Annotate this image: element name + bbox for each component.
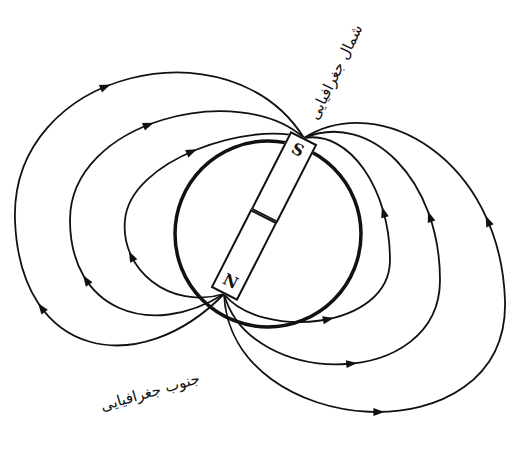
pole-letter: N [218,268,242,296]
field-arrowhead [99,81,112,93]
field-arrowhead [322,314,334,324]
field-arrowhead [125,249,137,262]
field-arrowhead [346,359,358,368]
pole-caption: جنوب جغرافیایی [95,367,205,416]
pole-caption: شمال جغرافیایی [303,18,369,125]
field-line [224,123,505,412]
field-arrowhead [482,214,494,227]
field-arrowhead [373,408,384,416]
field-arrowhead [378,206,389,219]
field-arrowhead [35,301,48,315]
field-arrowhead [142,119,155,130]
pole-letter: S [287,137,308,164]
field-arrowhead [424,210,435,223]
earth-circle [175,141,361,327]
field-arrowhead [80,273,93,287]
magnet-pole: N [211,209,278,301]
field-arrowhead [185,146,198,158]
magnet-pole: S [251,131,318,223]
